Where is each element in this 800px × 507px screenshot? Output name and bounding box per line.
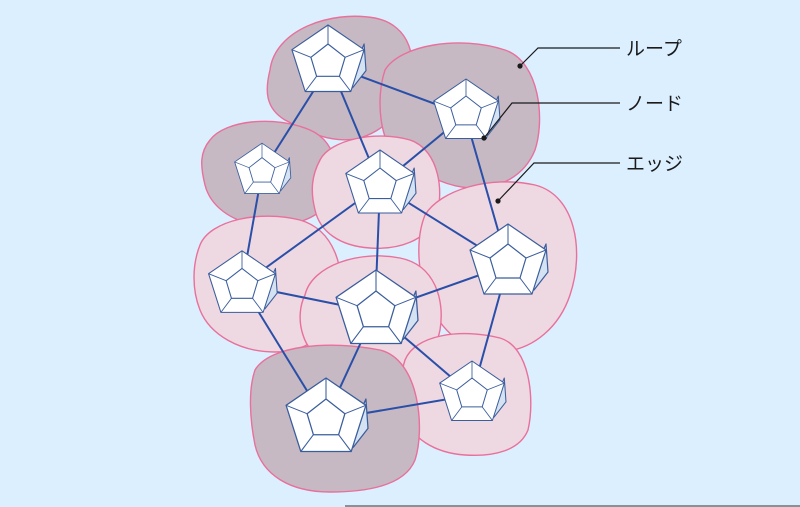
node-label: ノード	[626, 93, 683, 115]
edge-leader-line	[497, 162, 620, 202]
callouts	[481, 47, 620, 204]
loop-label: ループ	[626, 38, 682, 60]
node-leader-dot	[481, 135, 487, 141]
loop-leader-dot	[517, 63, 523, 69]
node-leader-line	[483, 102, 620, 139]
edge-label: エッジ	[626, 153, 683, 175]
loop-leader-line	[519, 47, 620, 67]
edge-leader-dot	[495, 198, 501, 204]
